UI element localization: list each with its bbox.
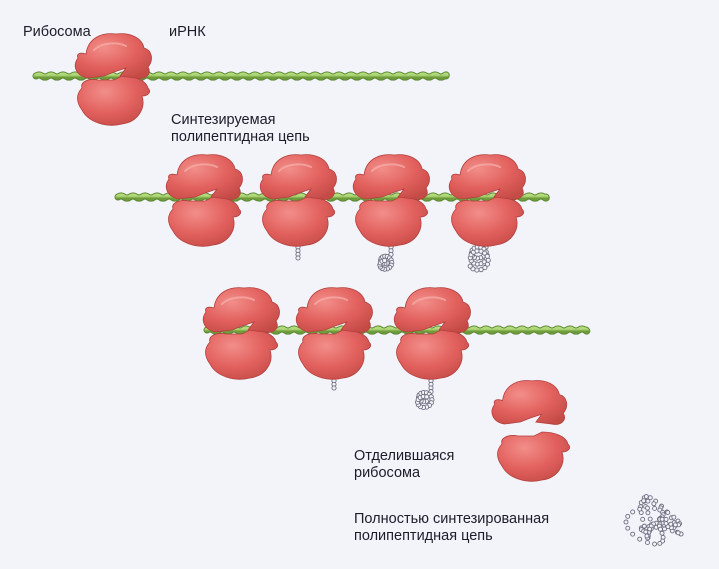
ribosome [259,154,337,247]
ribosome-highlight [467,163,501,172]
detached-ribosome-label-line2: рибосома [354,465,421,481]
amino-acid-bead [647,516,653,522]
ribosome [448,154,526,247]
synthesized-chain-label: Синтезируемая полипептидная цепь [171,112,310,146]
detached-ribosome-label: Отделившаяся рибосома [354,448,454,482]
detached-large-subunit [491,380,568,425]
amino-acid-bead [482,250,488,256]
amino-acid-bead [672,522,678,528]
ribosome-small-subunit [205,329,279,380]
synthesized-chain-label-line1: Синтезируемая [171,112,276,128]
ribosome [202,287,280,380]
ribosome-label: Рибосома [23,24,91,40]
ribosome [165,154,243,247]
amino-acid-bead [623,519,629,525]
amino-acid-bead [645,498,651,504]
ribosome-large-subunit [202,287,280,333]
amino-acid-bead [478,267,484,273]
amino-acid-bead [647,495,653,501]
amino-acid-bead [637,536,643,542]
ribosome-large-subunit [448,154,526,200]
complete-polypeptide-chain [623,494,684,547]
ribosome-large-subunit [259,154,337,200]
amino-acid-bead [625,513,631,519]
detached-small-subunit [497,431,571,482]
amino-acid-bead [485,257,491,263]
amino-acid-bead [643,529,649,535]
amino-acid-bead [659,516,665,522]
amino-acid-bead [659,530,665,536]
amino-acid-bead [645,540,650,546]
amino-acid-bead [652,505,658,511]
detached-ribosome [491,380,571,482]
amino-acid-bead [295,255,301,261]
amino-acid-bead [630,531,636,537]
ribosome-large-subunit [295,287,373,333]
synthesized-chain-label-line2: полипептидная цепь [171,129,310,145]
amino-acid-bead [382,257,388,264]
ribosome-large-subunit [352,154,430,200]
ribosome-highlight [184,163,218,172]
amino-acid-bead [663,516,669,522]
ribosome-highlight [221,296,255,305]
amino-acid-bead [671,514,677,520]
ribosome-large-subunit [165,154,243,200]
amino-acid-bead [467,263,473,269]
ribosome [295,287,373,380]
ribosome-small-subunit [298,329,372,380]
amino-acid-bead [484,261,490,267]
ribosome-highlight [278,163,312,172]
amino-acid-bead [645,505,650,511]
ribosome-small-subunit [77,75,151,126]
ribosome-highlight [371,163,405,172]
amino-acid-bead [645,510,651,516]
amino-acid-bead [665,510,671,515]
mrna-strand [33,72,449,80]
ribosome-highlight [314,296,348,305]
amino-acid-bead [644,533,650,539]
ribosome-small-subunit [262,196,336,247]
ribosome-highlight [93,42,127,51]
amino-acid-bead [657,540,663,546]
ribosome-small-subunit [355,196,429,247]
complete-chain-label: Полностью синтезированная полипептидная … [354,511,549,545]
amino-acid-bead [482,265,488,271]
ribosome-highlight [412,296,446,305]
amino-acid-bead [663,520,669,526]
ribosome-small-subunit [396,329,470,380]
amino-acid-bead [657,526,663,532]
mrna-label: иРНК [169,24,206,40]
ribosome [74,33,152,126]
amino-acid-bead [641,523,647,529]
amino-acid-bead [630,509,636,515]
amino-acid-bead [652,541,658,547]
ribosome-small-subunit [168,196,242,247]
ribosome [393,287,471,380]
polypeptide-chain [377,219,395,272]
amino-acid-bead [675,530,681,536]
amino-acid-bead [424,394,430,400]
amino-acid-bead [643,494,649,499]
amino-acid-bead [637,506,643,512]
amino-acid-bead [651,501,657,507]
amino-acid-bead [641,498,647,504]
complete-chain-label-line1: Полностью синтезированная [354,511,550,527]
complete-chain-label-line2: полипептидная цепь [354,528,493,544]
amino-acid-bead [625,525,631,531]
ribosome-large-subunit [393,287,471,333]
amino-acid-bead [640,516,646,522]
amino-acid-bead [331,385,337,391]
ribosome [352,154,430,247]
ribosome-small-subunit [451,196,525,247]
amino-acid-bead [668,521,674,527]
detached-ribosome-label-line1: Отделившаяся [354,448,455,464]
